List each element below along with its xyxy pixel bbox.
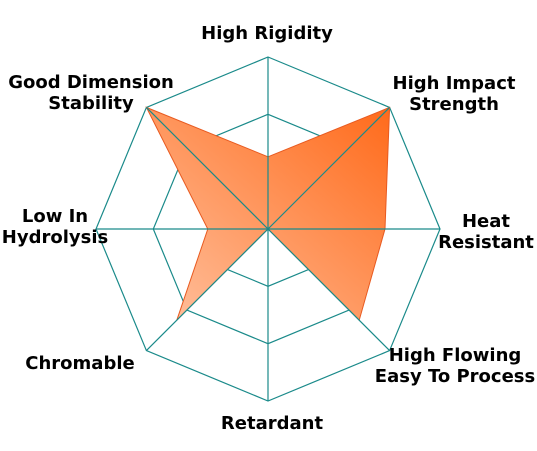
spoke-3 [267,228,391,352]
axis-label-line: Heat [462,211,510,232]
radar-spokes [96,57,440,401]
axis-label-line: Easy To Process [375,366,535,387]
axis-label-line: Low In [22,206,88,227]
axis-label-line: Resistant [438,232,534,253]
axis-label-5: Chromable [25,353,134,374]
axis-label-line: Retardant [221,413,324,434]
spoke-5 [145,228,269,352]
axis-label-line: High Impact [393,73,516,94]
axis-label-line: Strength [409,94,499,115]
spoke-1 [267,106,391,230]
axis-label-line: Chromable [25,353,134,374]
axis-label-line: Good Dimension [8,72,174,93]
axis-label-line: High Flowing [389,345,522,366]
axis-label-line: High Rigidity [201,23,333,44]
axis-label-line: Hydrolysis [2,227,108,248]
axis-label-0: High Rigidity [201,23,333,44]
spoke-7 [145,106,269,230]
axis-label-4: Retardant [221,413,324,434]
axis-label-line: Stability [48,93,134,114]
